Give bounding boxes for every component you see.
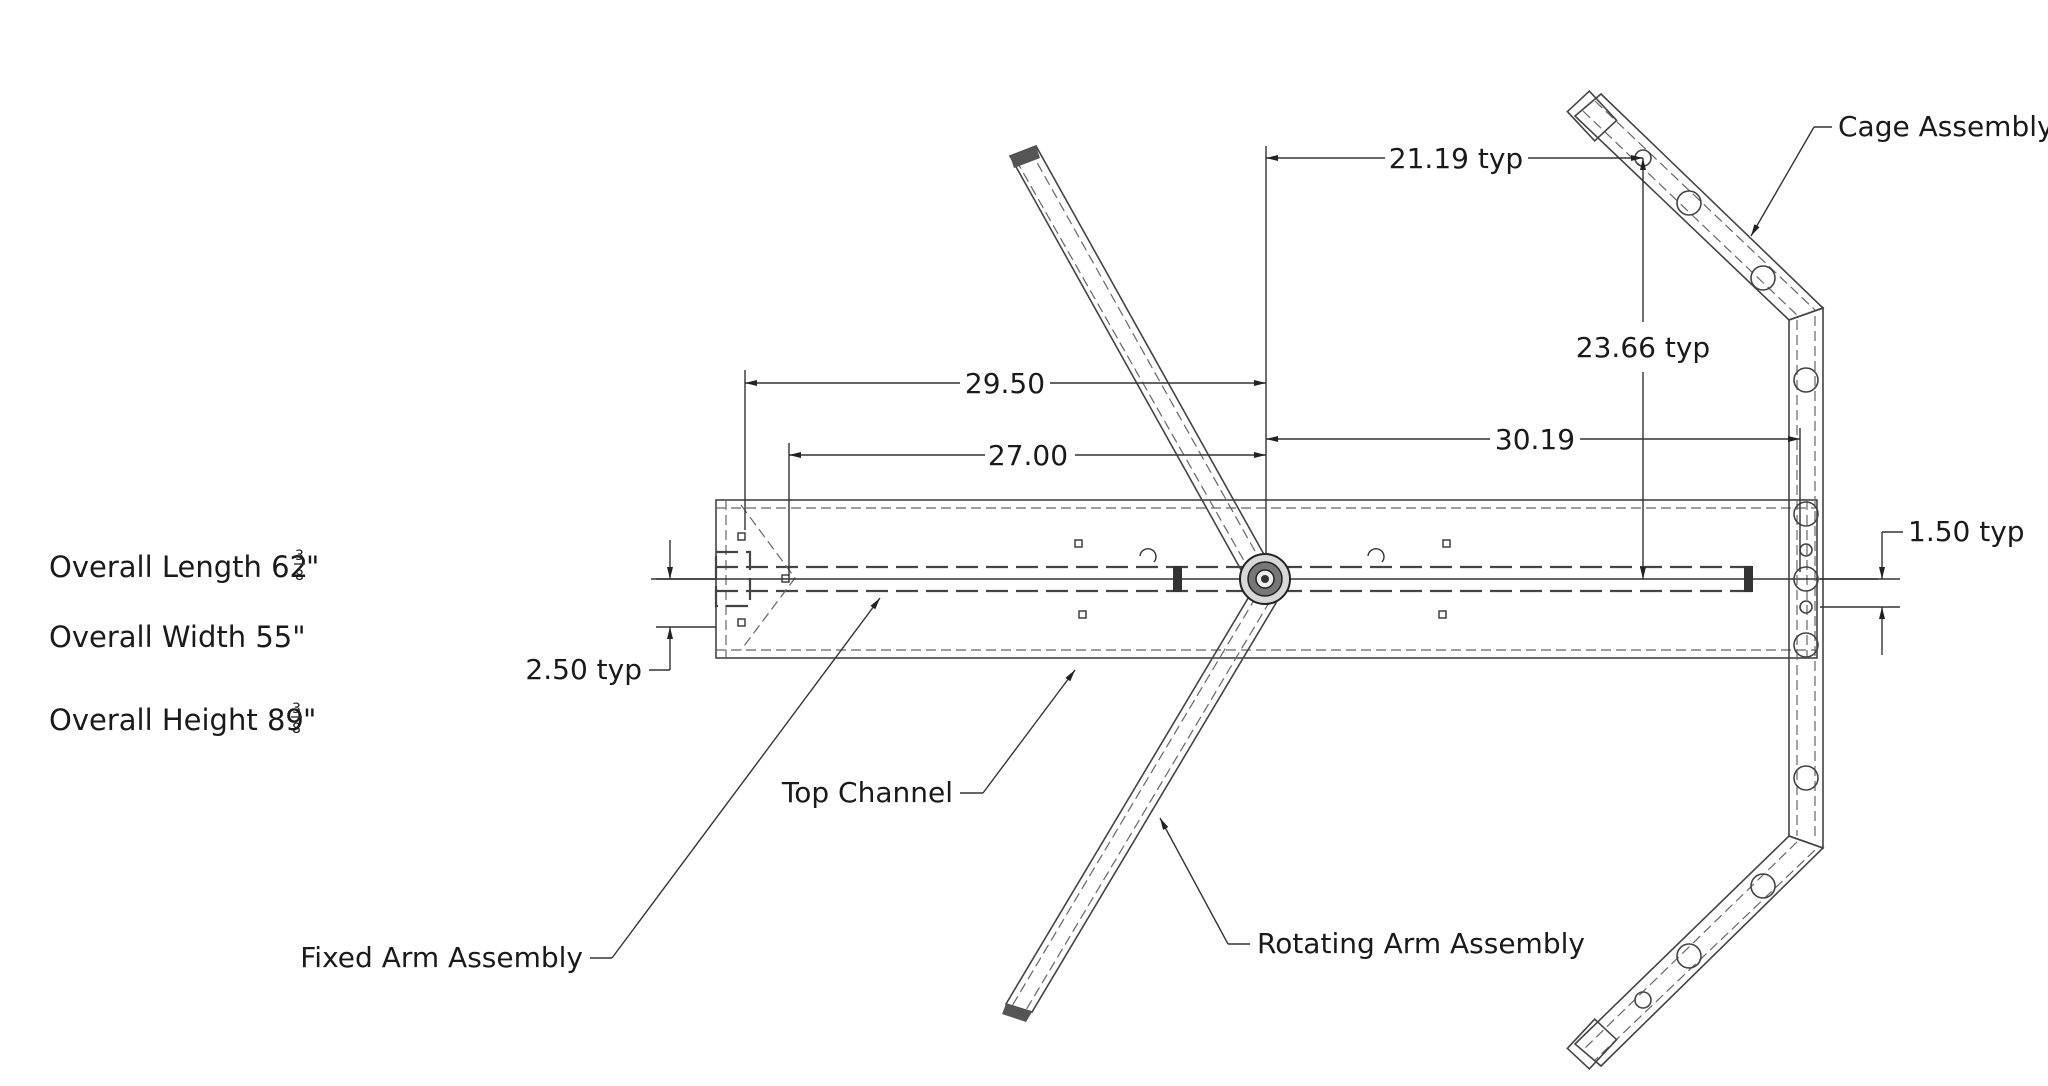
overall-width-text: Overall Width 55" — [49, 620, 306, 654]
label-cage-assembly: Cage Assembly — [1750, 110, 2048, 237]
spec-overall-length: Overall Length 62 3 8 " — [49, 548, 319, 584]
fixed-arm-assembly-text: Fixed Arm Assembly — [300, 941, 583, 974]
svg-text:": " — [306, 550, 319, 584]
dim-30-19-text: 30.19 — [1495, 423, 1575, 456]
svg-text:3: 3 — [295, 548, 304, 564]
overall-height-text: Overall Height 89 — [49, 703, 304, 737]
dim-1-50-typ: 1.50 typ — [1820, 515, 2025, 655]
spec-overall-height: Overall Height 89 3 8 " — [49, 701, 316, 737]
rotating-arm-assembly — [1002, 145, 1291, 1022]
cage-assembly-text: Cage Assembly — [1838, 110, 2048, 143]
dim-2-50-text: 2.50 typ — [525, 653, 642, 686]
dim-21-19-text: 21.19 typ — [1389, 142, 1523, 175]
rotating-arm-assembly-text: Rotating Arm Assembly — [1257, 927, 1585, 960]
dim-29-50: 29.50 — [744, 146, 1267, 555]
label-top-channel: Top Channel — [781, 669, 1076, 809]
dim-27-00: 27.00 — [788, 439, 1266, 576]
dim-23-66-text: 23.66 typ — [1576, 331, 1710, 364]
dim-30-19: 30.19 — [1266, 423, 1801, 572]
dim-2-50-typ: 2.50 typ — [525, 540, 716, 686]
label-rotating-arm-assembly: Rotating Arm Assembly — [1159, 817, 1585, 960]
svg-text:3: 3 — [292, 701, 301, 717]
dim-29-50-text: 29.50 — [965, 367, 1045, 400]
dim-27-00-text: 27.00 — [988, 439, 1068, 472]
svg-text:": " — [303, 703, 316, 737]
label-fixed-arm-assembly: Fixed Arm Assembly — [300, 597, 881, 974]
dim-23-66-typ: 23.66 typ — [1576, 158, 1710, 579]
cage-assembly — [1566, 90, 1825, 1070]
top-channel-text: Top Channel — [781, 776, 953, 809]
svg-text:8: 8 — [292, 721, 301, 737]
spec-overall-width: Overall Width 55" — [49, 620, 306, 654]
overall-length-text: Overall Length 62 — [49, 550, 308, 584]
svg-text:8: 8 — [295, 568, 304, 584]
dim-21-19-typ: 21.19 typ — [1266, 142, 1643, 175]
dim-1-50-text: 1.50 typ — [1908, 515, 2025, 548]
